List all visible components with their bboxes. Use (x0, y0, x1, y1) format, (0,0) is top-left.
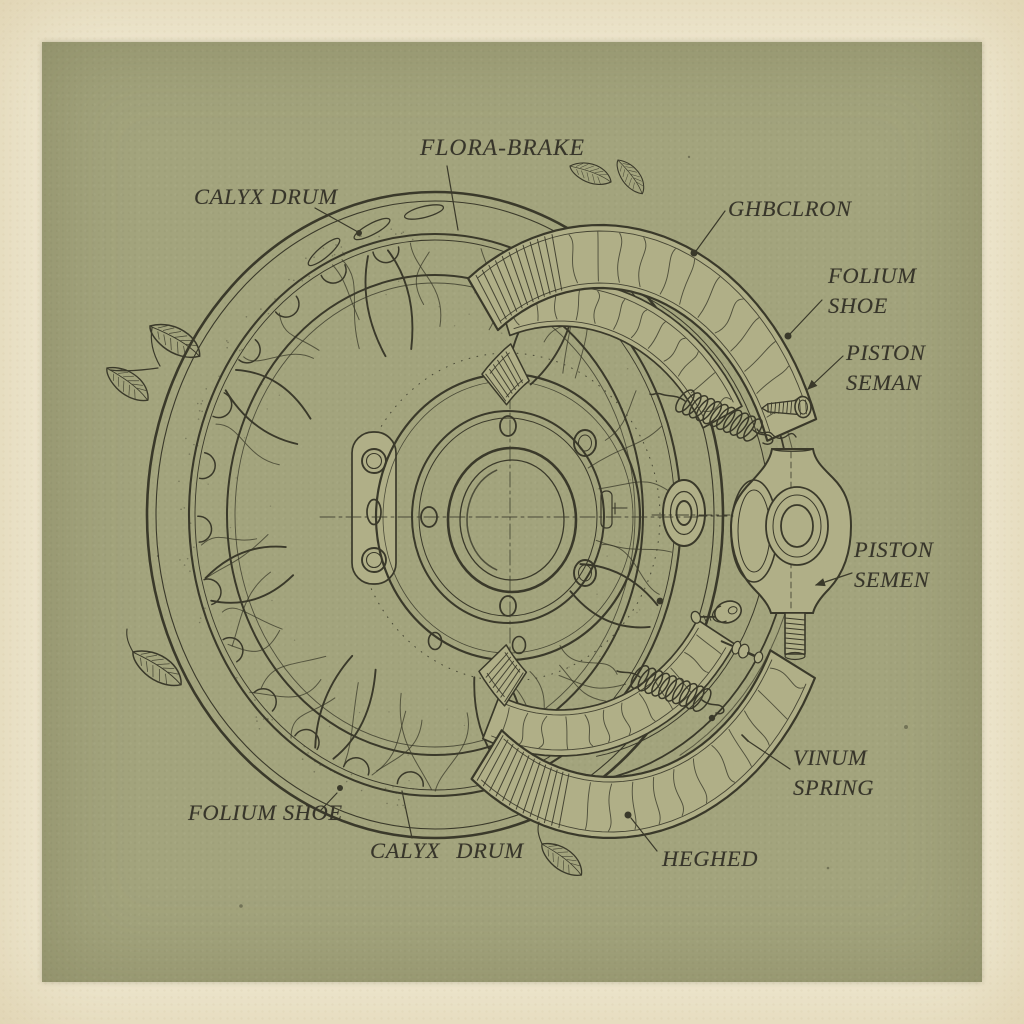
label-calyx-drum-top: CALYX DRUM (194, 184, 338, 209)
label-vinum-spring: VINUM SPRING (793, 745, 875, 800)
label-calyx-drum-bottom: CALYX DRUM (370, 838, 524, 863)
leaf-left-lower (100, 357, 156, 410)
leader-lines (314, 165, 853, 852)
label-piston-seman: PISTON SEMAN (846, 340, 926, 395)
hold-down-pin (690, 600, 742, 624)
wheel-cylinder (729, 448, 853, 661)
return-springs (616, 389, 774, 715)
leaf-left-bottom (126, 639, 189, 697)
leaf-left-upper (143, 312, 207, 368)
small-bolt (720, 640, 764, 664)
small-parts (690, 395, 853, 664)
label-heghed: HEGHED (662, 846, 759, 871)
paper-specks (156, 155, 908, 908)
label-ghbclron: GHBCLRON (728, 196, 852, 221)
label-folium-shoe-right: FOLIUM SHOE (828, 263, 917, 318)
top-brake-shoe (467, 223, 818, 442)
bottom-brake-shoe (470, 644, 816, 839)
label-flora-brake: FLORA-BRAKE (420, 135, 586, 161)
label-folium-shoe-bottom: FOLIUM SHOE (188, 800, 343, 825)
label-piston-semen: PISTON SEMEN (854, 537, 934, 592)
screw-piston-seman (760, 395, 812, 419)
leaf-bottom-center (535, 833, 589, 885)
leaf-top-b (611, 153, 650, 200)
leaf-ornaments (100, 153, 650, 885)
